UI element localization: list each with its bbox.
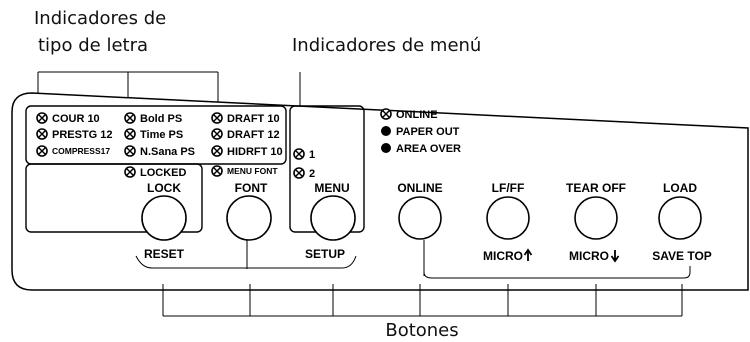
callout-font-indicators-line1: Indicadores de — [34, 8, 166, 29]
indicator-cour10: COUR 10 — [52, 113, 100, 125]
arrow-down-icon — [610, 250, 620, 263]
font-indicator-grid: COUR 10 Bold PS DRAFT 10 PRESTG 12 Time … — [36, 112, 283, 158]
hatched-led-icon — [293, 148, 305, 160]
lock-button[interactable] — [141, 195, 187, 241]
save-top-button-label: SAVE TOP — [652, 249, 712, 263]
buttons-bracket — [162, 284, 683, 317]
online-button-label: ONLINE — [397, 181, 442, 195]
indicator-draft12: DRAFT 12 — [227, 129, 280, 141]
status-online: ONLINE — [396, 109, 438, 121]
solid-led-icon — [381, 126, 391, 136]
micro-down-button-label: MICRO — [569, 249, 609, 263]
hatched-led-icon — [124, 145, 136, 157]
reset-button-label: RESET — [144, 247, 185, 261]
indicator-draft10: DRAFT 10 — [227, 113, 280, 125]
reset-setup-connector — [135, 240, 357, 269]
menu-indicator-1: 1 — [309, 149, 315, 161]
hatched-led-icon — [380, 108, 392, 120]
online-button[interactable] — [398, 196, 442, 240]
tearoff-button-label: TEAR OFF — [566, 181, 626, 195]
hatched-led-icon — [293, 167, 305, 179]
load-button-label: LOAD — [663, 181, 697, 195]
indicator-bold-ps: Bold PS — [140, 113, 182, 125]
lock-button-label: LOCK — [147, 181, 181, 195]
setup-button-label: SETUP — [305, 247, 345, 261]
callout-buttons: Botones — [385, 320, 458, 341]
hatched-led-icon — [36, 128, 48, 140]
menu-button-label: MENU — [314, 181, 349, 195]
indicator-locked: LOCKED — [140, 167, 187, 179]
hatched-led-icon — [124, 128, 136, 140]
arrow-up-icon — [523, 248, 533, 261]
control-panel-outline — [11, 92, 749, 291]
lfff-button[interactable] — [486, 196, 530, 240]
indicator-nsana-ps: N.Sana PS — [140, 146, 195, 158]
status-paper-out: PAPER OUT — [396, 126, 460, 138]
indicator-menu-font: MENU FONT — [227, 166, 278, 176]
hatched-led-icon — [211, 165, 223, 177]
callout-font-indicators-line2: tipo de letra — [38, 35, 148, 56]
tearoff-button[interactable] — [574, 196, 618, 240]
menu-indicator-2: 2 — [309, 168, 315, 180]
font-button[interactable] — [226, 195, 272, 241]
hatched-led-icon — [36, 112, 48, 124]
lfff-button-label: LF/FF — [492, 181, 525, 195]
hatched-led-icon — [211, 145, 223, 157]
online-micro-connector — [423, 240, 691, 279]
solid-led-icon — [381, 143, 391, 153]
hatched-led-icon — [124, 112, 136, 124]
hatched-led-icon — [211, 128, 223, 140]
micro-up-button-label: MICRO — [483, 249, 523, 263]
hatched-led-icon — [211, 112, 223, 124]
status-area-over: AREA OVER — [396, 143, 461, 155]
hatched-led-icon — [124, 166, 136, 178]
font-button-label: FONT — [235, 181, 268, 195]
menu-button[interactable] — [310, 195, 356, 241]
indicator-hidrft10: HIDRFT 10 — [227, 146, 283, 158]
callout-menu-indicators: Indicadores de menú — [292, 35, 481, 56]
lock-area-box — [25, 163, 203, 233]
indicator-compress17: COMPRESS17 — [52, 146, 110, 156]
hatched-led-icon — [36, 145, 48, 157]
load-button[interactable] — [658, 196, 702, 240]
indicator-time-ps: Time PS — [140, 129, 183, 141]
indicator-prestg12: PRESTG 12 — [52, 129, 113, 141]
